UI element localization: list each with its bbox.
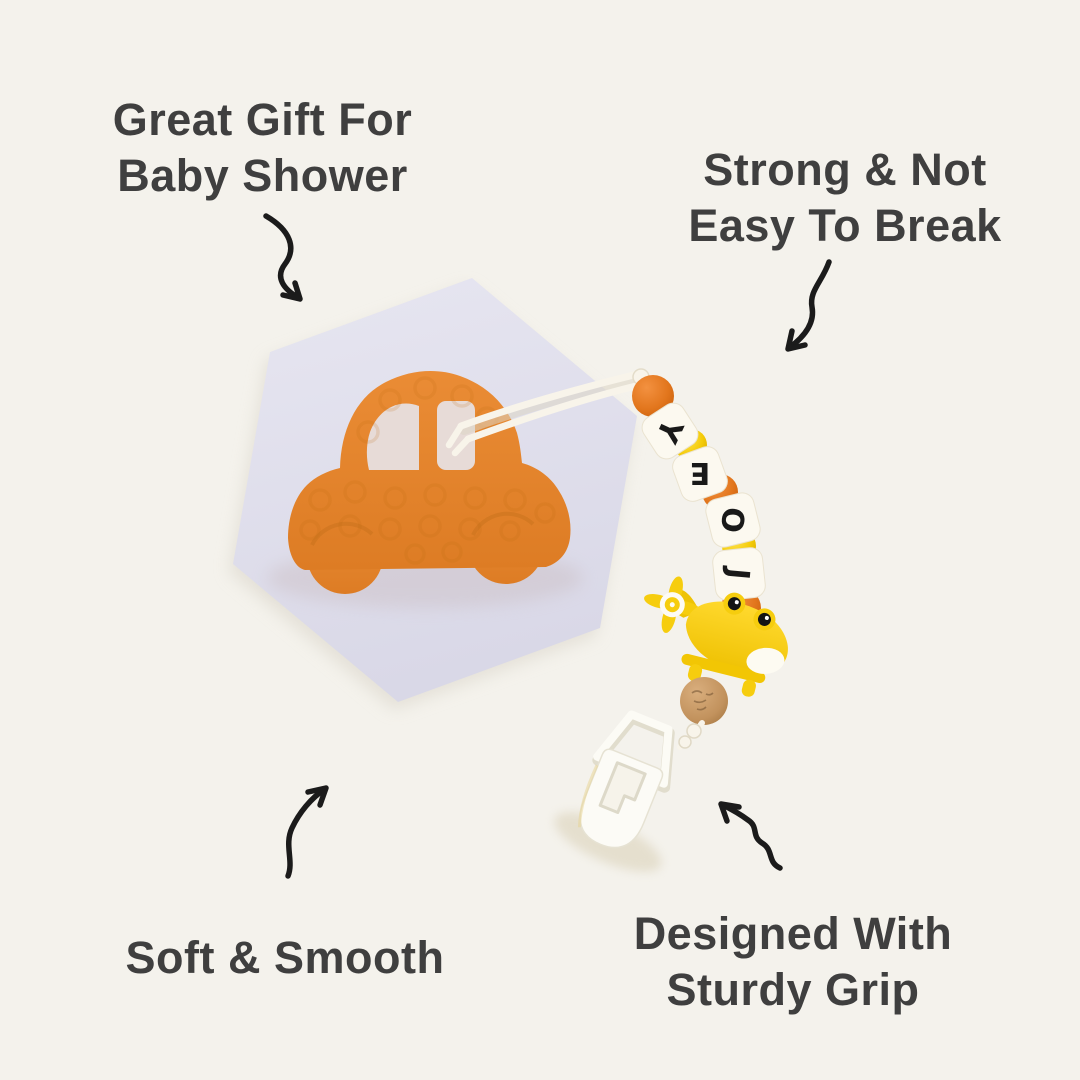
callout-baby-shower: Great Gift For Baby Shower	[80, 92, 445, 204]
callout-sturdy-grip: Designed With Sturdy Grip	[608, 906, 978, 1018]
pacifier-clip	[554, 710, 675, 872]
clip-latch	[598, 761, 647, 815]
car-texture-bumps	[299, 376, 556, 565]
letter-bead-e: E	[672, 446, 728, 502]
cord-strand-2	[464, 380, 648, 443]
callout-line: Strong & Not	[703, 144, 987, 195]
arrow-bottom-left-to-teether	[285, 785, 329, 879]
callout-soft-smooth: Soft & Smooth	[100, 930, 470, 986]
svg-text:E: E	[690, 455, 711, 490]
svg-text:J: J	[720, 565, 756, 581]
letter-bead-j: J	[712, 547, 766, 601]
cord-loop-ends	[445, 422, 472, 457]
bead-chain: Y E O J	[632, 375, 766, 628]
helicopter-bead	[644, 576, 788, 697]
callout-line: Designed With	[633, 908, 953, 959]
arrow-top-left-to-teether	[263, 213, 303, 302]
letter-bead-o: O	[705, 492, 761, 548]
wood-engraving	[691, 690, 714, 711]
callout-line: Baby Shower	[117, 150, 408, 201]
helicopter-eye-right	[753, 608, 776, 631]
helicopter-skid-bar	[681, 653, 766, 684]
helicopter-rotor	[644, 576, 701, 633]
cord-shadow	[459, 373, 646, 435]
letter-bead-y: Y	[641, 402, 699, 460]
wheel-crease-right	[471, 511, 535, 536]
helicopter-belly	[746, 647, 785, 674]
svg-text:O: O	[713, 505, 750, 534]
bead-orange-1	[632, 375, 674, 417]
callout-line: Great Gift For	[112, 94, 413, 145]
clip-loop	[593, 710, 673, 788]
wooden-bead	[680, 677, 728, 725]
wheel-crease-left	[310, 521, 374, 546]
helicopter-eye-left	[723, 592, 746, 615]
helicopter-skid-left	[687, 664, 703, 682]
callout-line: Easy To Break	[688, 200, 1002, 251]
callout-strong: Strong & Not Easy To Break	[655, 142, 1035, 254]
arrow-bottom-right-to-clip	[718, 801, 783, 871]
clip-edge-highlight	[577, 764, 599, 828]
callout-line: Soft & Smooth	[125, 932, 445, 983]
helicopter-skid-right	[741, 679, 756, 697]
cord-lower-knots	[677, 720, 705, 750]
arrow-top-right-to-chain	[785, 259, 832, 352]
car-rear-window	[366, 403, 419, 470]
cord-strand-1	[457, 370, 642, 430]
callout-line: Sturdy Grip	[666, 964, 920, 1015]
